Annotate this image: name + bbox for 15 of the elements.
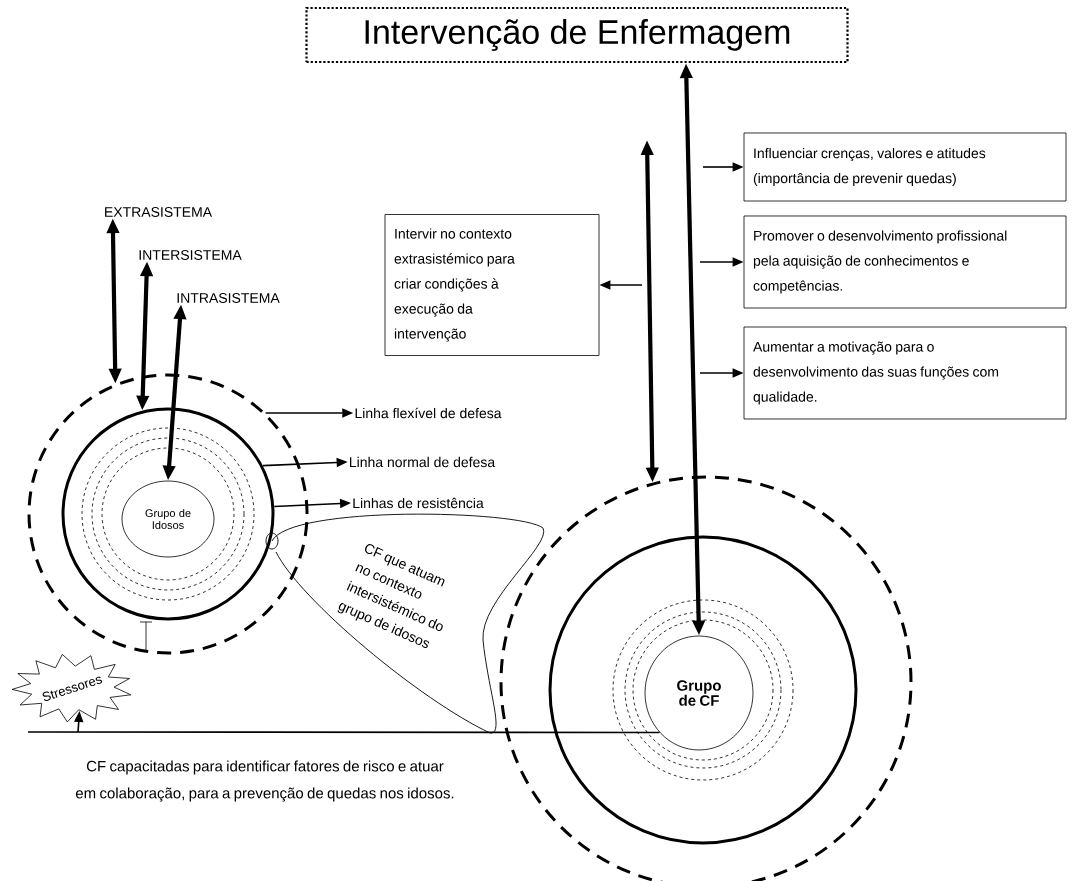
text-box: Intervir no contexto extrasistémico para criar condições à execução da intervenção bbox=[384, 214, 600, 356]
line-label: Linha flexível de defesa bbox=[355, 407, 502, 419]
thick-circle bbox=[61, 407, 275, 621]
system-label: INTRASISTEMA bbox=[177, 293, 280, 303]
text-box: Influenciar crenças, valores e atitudes (importância de prevenir quedas) bbox=[743, 132, 1067, 202]
system-label: EXTRASISTEMA bbox=[105, 207, 213, 217]
system-label: INTERSISTEMA bbox=[139, 250, 242, 260]
title-box: Intervenção de Enfermagem bbox=[305, 6, 849, 64]
line-label: Linhas de resistência bbox=[353, 497, 484, 509]
text-box: Aumentar a motivação para o desenvolvimento das suas funções com qualidade. bbox=[743, 326, 1067, 420]
text-box: Promover o desenvolvimento profissional pela aquisição de conhecimentos e competências. bbox=[743, 215, 1067, 309]
thick-circle bbox=[548, 535, 858, 845]
dashed-circle bbox=[27, 373, 309, 655]
caption-text: CF capacitadas para identificar fatores de risco e atuar em colaboração, para a prevenção de quedas nos idosos. bbox=[75, 760, 454, 802]
line-label: Linha normal de defesa bbox=[350, 456, 496, 468]
